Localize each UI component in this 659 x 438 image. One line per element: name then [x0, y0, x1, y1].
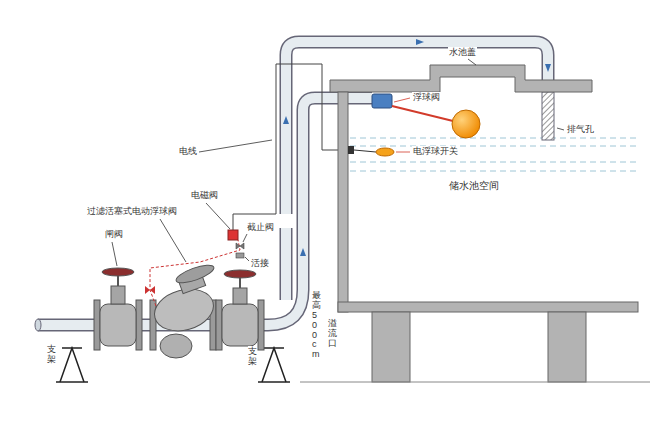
- leader-line: [557, 128, 564, 130]
- water-lines: [350, 162, 640, 163]
- flow-arrow: [283, 116, 289, 124]
- part-label: 浮球阀: [412, 92, 441, 103]
- float-switch: [376, 148, 394, 156]
- float-rod: [392, 106, 453, 121]
- leader-line: [468, 59, 476, 65]
- solenoid-valve: [228, 230, 238, 240]
- leader-line: [394, 98, 410, 152]
- dimension-label: 最高500cm: [312, 290, 321, 361]
- flow-arrow: [416, 39, 424, 45]
- water-lines: [350, 138, 640, 171]
- pipe: [281, 228, 291, 300]
- part-label: 水池盖: [448, 47, 477, 58]
- tank-structure: [330, 65, 592, 92]
- gate-valve: [233, 288, 247, 304]
- float-switch-body: [348, 146, 354, 154]
- gate-valve: [224, 270, 256, 278]
- leader-line: [199, 140, 272, 152]
- gate-valve: [111, 286, 125, 304]
- float-valve: [372, 94, 392, 108]
- leader-line: [160, 219, 186, 262]
- gate-valve: [216, 300, 222, 350]
- leader-line: [206, 203, 230, 229]
- piston-float-valve: [150, 300, 156, 350]
- gate-valve: [258, 300, 264, 350]
- leader-line: [112, 59, 564, 266]
- needle-valve: [145, 286, 155, 294]
- gate-valve: [102, 268, 134, 276]
- stop-valve: [236, 243, 244, 249]
- gate-valve: [94, 268, 142, 350]
- tank-structure: [338, 302, 638, 312]
- vent-pipe: [542, 92, 554, 140]
- support-label: 支架: [248, 346, 257, 368]
- water-lines: [350, 146, 640, 147]
- pipe-support: [60, 348, 84, 382]
- leader-line: [245, 257, 249, 261]
- water-lines: [350, 138, 640, 139]
- piston-float-valve: [160, 334, 192, 358]
- tank-structure: [372, 312, 410, 382]
- pipe-support: [262, 348, 286, 382]
- support-label: 支架: [47, 344, 56, 366]
- ground-line: [300, 382, 650, 383]
- part-label: 排气孔: [566, 124, 595, 135]
- flow-arrow: [545, 64, 551, 72]
- pipe: [280, 228, 293, 300]
- piston-float-valve: [174, 262, 216, 287]
- water-lines: [350, 171, 640, 172]
- pipe-support: [264, 347, 284, 349]
- leader-line: [243, 234, 247, 242]
- outlet-label: 溢流口: [328, 318, 337, 350]
- leader-line: [394, 98, 410, 102]
- float-ball: [452, 110, 480, 138]
- part-label: 电线: [178, 146, 198, 157]
- pipe-support: [62, 347, 82, 349]
- leader-line: [112, 242, 117, 266]
- part-label: 电浮球开关: [412, 146, 459, 157]
- part-label: 截止阀: [246, 222, 275, 233]
- part-label: 活接: [250, 258, 270, 269]
- part-label: 闸阀: [104, 229, 124, 240]
- gate-valve: [94, 300, 100, 350]
- tank-structure: [548, 312, 586, 382]
- pipe-end: [35, 319, 41, 331]
- pipe: [38, 42, 548, 325]
- pipe-support: [258, 381, 290, 383]
- tank-structure: [338, 92, 348, 312]
- part-label: 过滤活塞式电动浮球阀: [86, 206, 178, 217]
- tank-structure: [330, 65, 638, 382]
- gate-valve: [136, 300, 142, 350]
- float-switch-cord: [354, 150, 376, 152]
- gate-valve: [222, 304, 258, 346]
- piston-float-valve: [150, 262, 218, 358]
- part-label: 电磁阀: [190, 190, 219, 201]
- leader-line: [396, 152, 410, 153]
- pipe-support: [56, 381, 88, 383]
- flow-arrow: [300, 248, 306, 256]
- gate-valve: [216, 270, 264, 350]
- gate-valve: [100, 304, 136, 346]
- node-text: 储水池空间: [448, 180, 500, 192]
- union-fitting: [236, 253, 244, 258]
